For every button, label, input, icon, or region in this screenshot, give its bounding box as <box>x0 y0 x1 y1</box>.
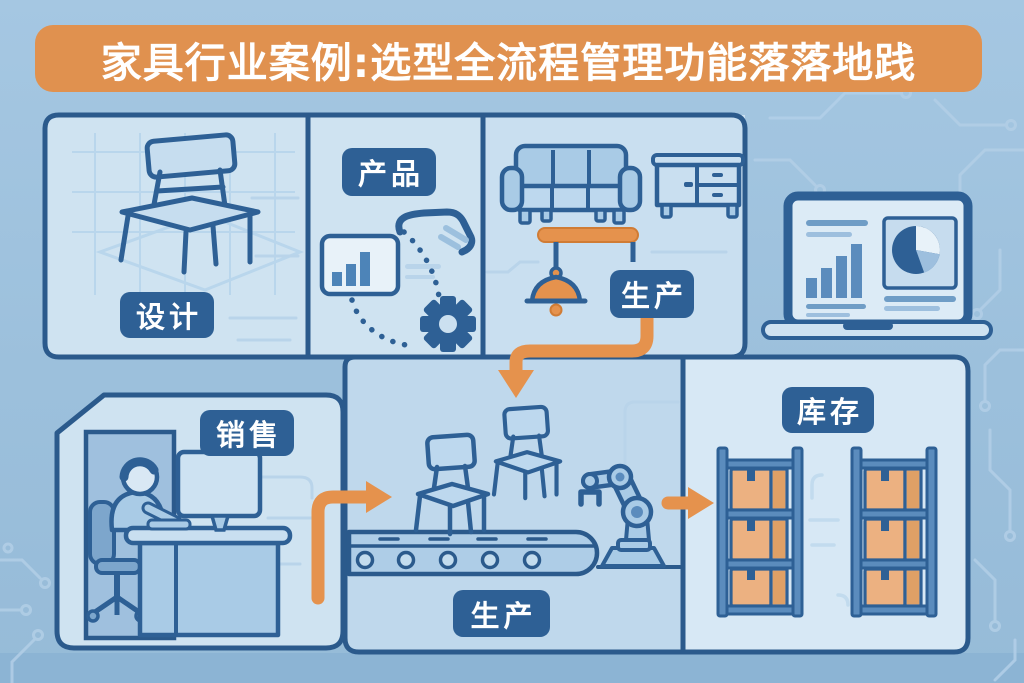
label-inventory: 库存 <box>782 387 874 433</box>
monitor-icon <box>146 449 263 532</box>
pen-swoosh-icon <box>395 208 476 256</box>
screen-pie-chart <box>882 216 958 290</box>
laptop-dashboard-icon <box>761 191 993 340</box>
inventory-panel <box>716 446 938 618</box>
design-panel-traces <box>228 196 300 342</box>
page-title: 家具行业案例:选型全流程管理功能落落地践 <box>100 38 917 87</box>
title-banner: 家具行业案例:选型全流程管理功能落落地践 <box>35 25 982 92</box>
text-line-decoration <box>405 264 441 269</box>
screen-bar-chart <box>806 244 862 298</box>
label-design: 设计 <box>120 292 214 338</box>
bar-chart-card-icon <box>319 233 401 297</box>
label-production-line: 生产 <box>453 590 550 637</box>
design-panel <box>72 132 305 342</box>
product-panel <box>319 208 476 352</box>
robot-arm-icon <box>578 463 682 569</box>
blueprint-chair-icon <box>118 132 261 275</box>
floor-band <box>0 653 1024 683</box>
production-top-traces <box>485 250 728 274</box>
chair-icon <box>491 404 563 501</box>
label-sales: 销售 <box>200 410 294 456</box>
production-top-panel <box>485 143 745 317</box>
desk <box>123 525 293 638</box>
sofa-icon <box>499 143 643 225</box>
label-product: 产品 <box>342 148 436 196</box>
gear-icon <box>420 296 476 352</box>
inventory-traces <box>808 473 850 607</box>
sales-panel <box>54 392 346 651</box>
warehouse-shelves-icon <box>850 446 938 618</box>
production-line-panel <box>346 400 682 577</box>
production-line-trace <box>623 400 680 470</box>
warehouse-shelves-icon <box>716 446 804 618</box>
chair-icon <box>413 432 491 537</box>
pendant-lamp-icon <box>524 227 639 317</box>
conveyor-belt-icon <box>346 529 600 577</box>
text-line-decoration <box>405 275 435 279</box>
flow-arrow-sales-to-production <box>311 481 392 605</box>
flow-arrow-production-to-inventory <box>661 487 714 519</box>
circuit-trace-decoration <box>0 87 1024 683</box>
flow-arrow-down <box>498 285 654 398</box>
label-production-top: 生产 <box>610 270 694 318</box>
sideboard-icon <box>651 153 745 219</box>
dotted-cycle-arrow <box>349 229 443 348</box>
